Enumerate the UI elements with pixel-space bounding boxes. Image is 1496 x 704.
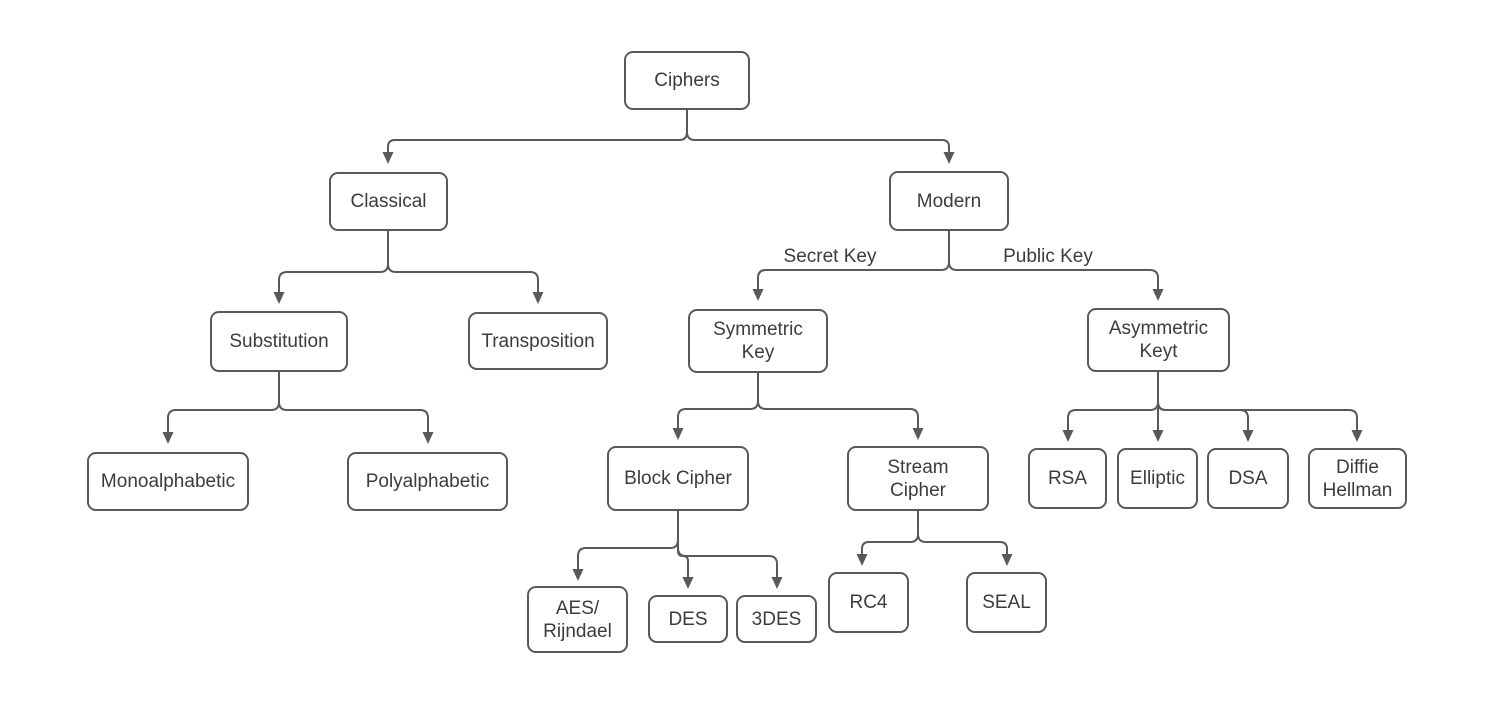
edge-block-cipher-aes-rijndael bbox=[577, 511, 679, 571]
arrowhead-icon-aes-rijndael bbox=[572, 569, 584, 581]
node-label: Rijndael bbox=[543, 620, 612, 642]
edge-asymmetric-keyt-rsa bbox=[1067, 372, 1159, 432]
node-label: 3DES bbox=[751, 608, 802, 630]
node-rsa: RSA bbox=[1028, 448, 1107, 509]
edge-block-cipher-des bbox=[677, 511, 689, 579]
arrowhead-icon-dsa bbox=[1242, 430, 1254, 442]
node-label: Modern bbox=[916, 190, 982, 212]
edge-modern-asymmetric-keyt bbox=[948, 231, 1159, 291]
node-aes-rijndael: AES/Rijndael bbox=[527, 586, 628, 653]
arrowhead-icon-seal bbox=[1001, 554, 1013, 566]
edge-stream-cipher-seal bbox=[917, 511, 1008, 556]
arrowhead-icon-diffie-hellman bbox=[1351, 430, 1363, 442]
node-label: Block Cipher bbox=[624, 468, 732, 489]
node-label: Hellman bbox=[1322, 479, 1393, 501]
edge-ciphers-classical bbox=[387, 110, 688, 154]
node-elliptic: Elliptic bbox=[1117, 448, 1198, 509]
node-classical: Classical bbox=[329, 172, 448, 231]
edge-label-secret-key: Secret Key bbox=[781, 246, 879, 268]
node-label: Ciphers bbox=[654, 70, 720, 91]
node-label: Diffie bbox=[1336, 456, 1379, 478]
node-label: Transposition bbox=[481, 330, 595, 352]
edge-stream-cipher-rc4 bbox=[861, 511, 919, 556]
node-block-cipher: Block Cipher bbox=[607, 446, 749, 511]
arrowhead-icon-des bbox=[682, 577, 694, 589]
edge-classical-substitution bbox=[278, 231, 389, 294]
edge-asymmetric-keyt-dsa bbox=[1157, 372, 1249, 432]
node-label: Symmetric bbox=[713, 319, 803, 340]
node-label: SEAL bbox=[982, 592, 1031, 613]
edge-symmetric-key-stream-cipher bbox=[757, 373, 919, 430]
edge-substitution-polyalphabetic bbox=[278, 372, 429, 434]
node-label: Asymmetric bbox=[1108, 318, 1209, 339]
arrowhead-icon-substitution bbox=[273, 292, 285, 304]
arrowhead-icon-modern bbox=[943, 152, 955, 164]
node-label: Classical bbox=[350, 191, 427, 212]
edge-asymmetric-keyt-diffie-hellman bbox=[1157, 372, 1358, 432]
arrowhead-icon-rsa bbox=[1062, 430, 1074, 442]
arrowhead-icon-3des bbox=[771, 577, 783, 589]
node-modern: Modern bbox=[889, 171, 1009, 231]
node-3des: 3DES bbox=[736, 595, 817, 643]
arrowhead-icon-classical bbox=[382, 152, 394, 164]
edge-classical-transposition bbox=[387, 231, 539, 294]
node-label: DSA bbox=[1228, 468, 1268, 489]
node-label: Elliptic bbox=[1130, 468, 1185, 489]
node-label: Keyt bbox=[1139, 341, 1178, 362]
node-polyalphabetic: Polyalphabetic bbox=[347, 452, 508, 511]
arrowhead-icon-symmetric-key bbox=[752, 289, 764, 301]
node-label: Polyalphabetic bbox=[365, 471, 490, 492]
arrowhead-icon-block-cipher bbox=[672, 428, 684, 440]
node-substitution: Substitution bbox=[210, 311, 348, 372]
arrowhead-icon-asymmetric-keyt bbox=[1152, 289, 1164, 301]
node-dsa: DSA bbox=[1207, 448, 1289, 509]
node-label: Substitution bbox=[229, 331, 329, 352]
arrowhead-icon-elliptic bbox=[1152, 430, 1164, 442]
node-label: Stream bbox=[887, 456, 949, 478]
node-label: RC4 bbox=[849, 592, 888, 613]
arrowhead-icon-transposition bbox=[532, 292, 544, 304]
arrowhead-icon-stream-cipher bbox=[912, 428, 924, 440]
node-label: Key bbox=[741, 342, 775, 363]
node-seal: SEAL bbox=[966, 572, 1047, 633]
node-label: DES bbox=[668, 608, 708, 630]
node-label: Monoalphabetic bbox=[100, 471, 236, 492]
node-ciphers: Ciphers bbox=[624, 51, 750, 110]
arrowhead-icon-monoalphabetic bbox=[162, 432, 174, 444]
arrowhead-icon-rc4 bbox=[856, 554, 868, 566]
node-transposition: Transposition bbox=[468, 312, 608, 370]
edge-symmetric-key-block-cipher bbox=[677, 373, 759, 430]
edge-substitution-monoalphabetic bbox=[167, 372, 280, 434]
arrowhead-icon-polyalphabetic bbox=[422, 432, 434, 444]
edge-label-public-key: Public Key bbox=[1001, 246, 1095, 268]
node-label: AES/ bbox=[555, 597, 600, 619]
node-monoalphabetic: Monoalphabetic bbox=[87, 452, 249, 511]
edge-block-cipher-3des bbox=[677, 511, 778, 579]
node-rc4: RC4 bbox=[828, 572, 909, 633]
node-label: RSA bbox=[1047, 468, 1088, 489]
node-des: DES bbox=[648, 595, 728, 643]
node-label: Cipher bbox=[890, 479, 946, 501]
edge-ciphers-modern bbox=[686, 110, 950, 154]
